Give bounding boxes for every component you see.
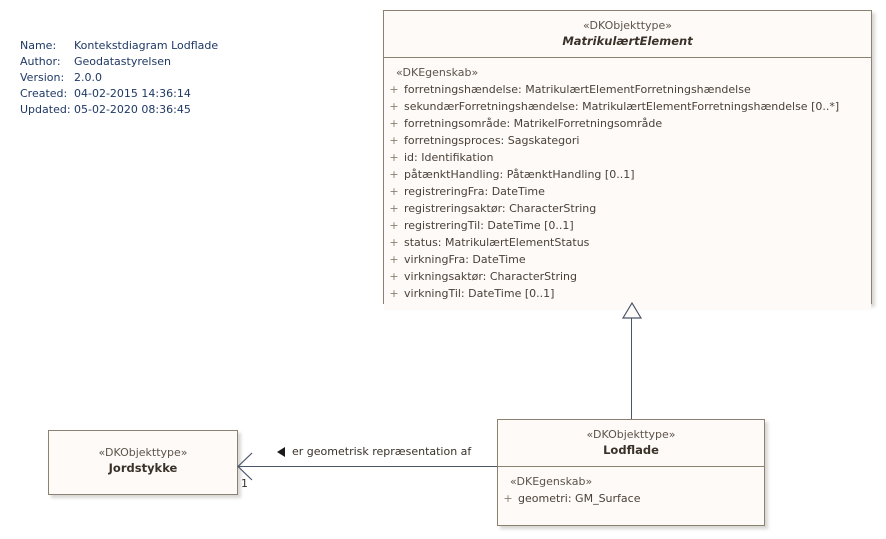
metadata-row: Created: 04-02-2015 14:36:14 <box>20 86 218 102</box>
attribute-text: registreringTil: DateTime [0..1] <box>404 219 574 232</box>
attribute-row: + registreringTil: DateTime [0..1] <box>384 217 871 234</box>
attribute-row: + forretningshændelse: MatrikulærtElemen… <box>384 81 871 98</box>
attribute-visibility: + <box>389 219 399 232</box>
association-direction-triangle-icon <box>277 447 285 457</box>
attribute-row: + virkningFra: DateTime <box>384 251 871 268</box>
metadata-key-version: Version: <box>20 71 65 84</box>
metadata-value-created: 04-02-2015 14:36:14 <box>74 87 191 100</box>
class-title: Lodflade <box>603 443 659 457</box>
attribute-text: forretningsproces: Sagskategori <box>404 134 580 147</box>
metadata-row: Updated: 05-02-2020 08:36:45 <box>20 102 218 118</box>
class-title: Jordstykke <box>108 461 178 475</box>
attribute-text: registreringsaktør: CharacterString <box>404 202 597 215</box>
attribute-row: + geometri: GM_Surface <box>498 490 764 507</box>
attribute-visibility: + <box>389 236 399 249</box>
association-label: er geometrisk repræsentation af <box>292 445 472 458</box>
attribute-visibility: + <box>389 134 399 147</box>
attribute-visibility: + <box>389 83 399 96</box>
metadata-key-name: Name: <box>20 39 57 52</box>
attribute-text: status: MatrikulærtElementStatus <box>404 236 590 249</box>
attributes-compartment: «DKEgenskab» + forretningshændelse: Matr… <box>384 57 871 310</box>
metadata-row: Version: 2.0.0 <box>20 70 218 86</box>
metadata-value-version: 2.0.0 <box>74 71 102 84</box>
metadata-key-created: Created: <box>20 87 68 100</box>
attribute-text: forretningshændelse: MatrikulærtElementF… <box>404 83 751 96</box>
attribute-visibility: + <box>389 100 399 113</box>
attribute-text: påtænktHandling: PåtænktHandling [0..1] <box>404 168 635 181</box>
class-stereotype: «DKObjekttype» <box>98 446 188 459</box>
class-box-lodflade[interactable]: «DKObjekttype» Lodflade «DKEgenskab» + g… <box>497 419 765 526</box>
metadata-value-name: Kontekstdiagram Lodflade <box>74 39 219 52</box>
attribute-text: virkningTil: DateTime [0..1] <box>404 287 555 300</box>
attribute-row: + status: MatrikulærtElementStatus <box>384 234 871 251</box>
attribute-row: + id: Identifikation <box>384 149 871 166</box>
attribute-row: + registreringsaktør: CharacterString <box>384 200 871 217</box>
attribute-visibility: + <box>389 151 399 164</box>
attribute-row: + forretningsområde: MatrikelForretnings… <box>384 115 871 132</box>
attribute-visibility: + <box>389 253 399 266</box>
attribute-row: + forretningsproces: Sagskategori <box>384 132 871 149</box>
class-stereotype: «DKObjekttype» <box>582 19 673 32</box>
class-header: «DKObjekttype» Lodflade <box>498 420 764 466</box>
metadata-key-updated: Updated: <box>20 103 71 116</box>
class-stereotype: «DKObjekttype» <box>586 428 676 441</box>
metadata-key-author: Author: <box>20 55 61 68</box>
metadata-value-updated: 05-02-2020 08:36:45 <box>74 103 191 116</box>
compartment-stereotype: «DKEgenskab» <box>396 66 479 79</box>
attribute-row: + virkningsaktør: CharacterString <box>384 268 871 285</box>
attribute-visibility: + <box>389 168 399 181</box>
attribute-visibility: + <box>389 185 399 198</box>
class-header: «DKObjekttype» Jordstykke <box>49 431 237 484</box>
metadata-row: Author: Geodatastyrelsen <box>20 54 218 70</box>
attribute-visibility: + <box>503 492 513 505</box>
attribute-row: + påtænktHandling: PåtænktHandling [0..1… <box>384 166 871 183</box>
attribute-text: sekundærForretningshændelse: Matrikulært… <box>404 100 840 113</box>
attribute-row: + sekundærForretningshændelse: Matrikulæ… <box>384 98 871 115</box>
metadata-row: Name: Kontekstdiagram Lodflade <box>20 38 218 54</box>
compartment-stereotype: «DKEgenskab» <box>510 475 593 488</box>
attribute-visibility: + <box>389 270 399 283</box>
class-box-matrikulaert-element[interactable]: «DKObjekttype» MatrikulærtElement «DKEge… <box>383 10 872 310</box>
metadata-value-author: Geodatastyrelsen <box>74 55 171 68</box>
association-connector-line[interactable] <box>238 466 497 467</box>
attribute-text: id: Identifikation <box>404 151 494 164</box>
association-source-multiplicity: 1 <box>241 477 248 490</box>
attribute-text: virkningsaktør: CharacterString <box>404 270 577 283</box>
attribute-text: forretningsområde: MatrikelForretningsom… <box>404 117 663 130</box>
attribute-row: + registreringFra: DateTime <box>384 183 871 200</box>
attribute-text: geometri: GM_Surface <box>518 492 641 505</box>
attribute-text: virkningFra: DateTime <box>404 253 526 266</box>
association-open-arrowhead-icon <box>237 452 253 481</box>
attribute-visibility: + <box>389 117 399 130</box>
attribute-text: registreringFra: DateTime <box>404 185 545 198</box>
generalization-arrowhead-icon <box>621 301 643 319</box>
class-box-jordstykke[interactable]: «DKObjekttype» Jordstykke <box>48 430 238 495</box>
class-header: «DKObjekttype» MatrikulærtElement <box>384 11 871 57</box>
attribute-visibility: + <box>389 287 399 300</box>
diagram-metadata: Name: Kontekstdiagram Lodflade Author: G… <box>20 38 218 118</box>
attribute-visibility: + <box>389 202 399 215</box>
attributes-compartment: «DKEgenskab» + geometri: GM_Surface <box>498 466 764 515</box>
generalization-connector-line[interactable] <box>631 317 632 419</box>
class-title: MatrikulærtElement <box>562 34 693 48</box>
attribute-row: + virkningTil: DateTime [0..1] <box>384 285 871 302</box>
